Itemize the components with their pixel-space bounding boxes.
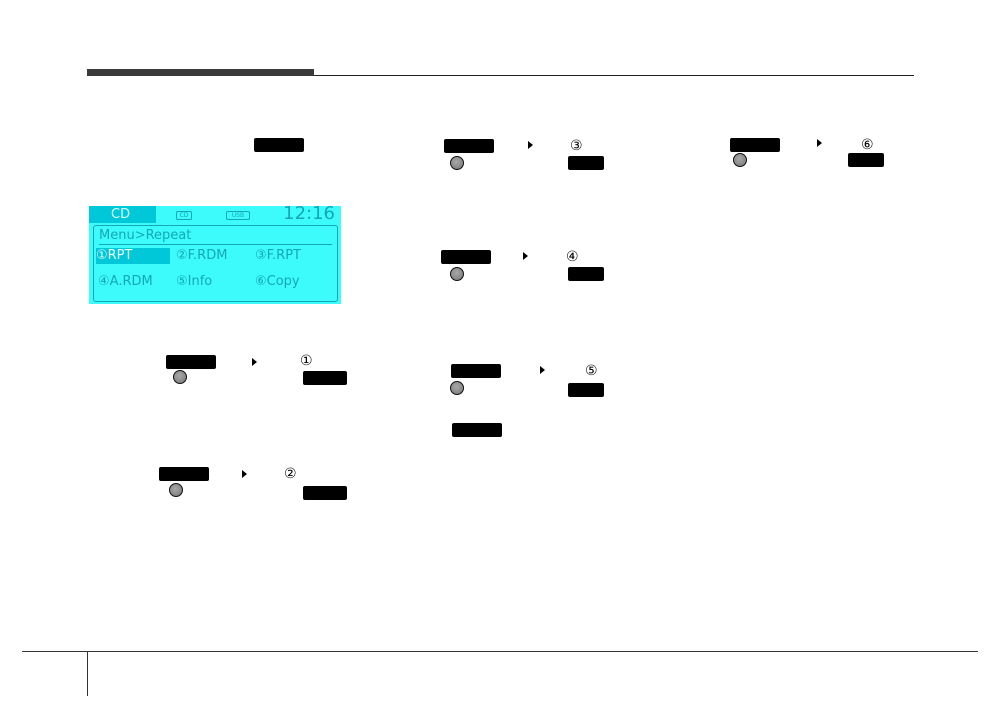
lcd-menu-path: Menu>Repeat [99,228,192,243]
step5-menu-button[interactable] [451,364,501,378]
step1-number: ① [300,353,313,369]
step3-menu-button[interactable] [444,139,494,153]
lcd-clock: 12:16 [283,203,335,224]
footer-rule [22,651,978,652]
cd-icon: CD [176,211,192,220]
arrow-right-icon [242,470,247,478]
arrow-right-icon [252,358,257,366]
step2-number: ② [284,466,297,482]
lcd-source-label: CD [89,206,156,223]
extra-button[interactable] [452,423,502,437]
step3-number: ③ [570,138,583,154]
lcd-option-frdm: ②F.RDM [176,248,228,263]
footer-divider [87,651,88,696]
knob-icon[interactable] [173,370,187,384]
usb-icon: USB [226,211,250,220]
step5-number: ⑤ [585,363,598,379]
step4-key-button[interactable] [568,267,604,281]
step4-number: ④ [566,249,579,265]
lcd-option-rpt: ①RPT [96,248,170,264]
step1-menu-button[interactable] [166,355,216,369]
header-bar [87,69,314,76]
lcd-option-info: ⑤Info [176,274,213,289]
arrow-right-icon [523,252,528,260]
menu-button[interactable] [254,138,304,152]
knob-icon[interactable] [450,156,464,170]
step6-number: ⑥ [861,137,874,153]
knob-icon[interactable] [169,483,183,497]
knob-icon[interactable] [450,381,464,395]
lcd-option-frpt: ③F.RPT [255,248,301,263]
step2-menu-button[interactable] [159,467,209,481]
step6-menu-button[interactable] [730,138,780,152]
lcd-separator [99,244,332,245]
knob-icon[interactable] [733,153,747,167]
step6-key-button[interactable] [848,153,884,167]
step1-key-button[interactable] [303,371,347,385]
step3-key-button[interactable] [568,156,604,170]
step5-key-button[interactable] [568,383,604,397]
arrow-right-icon [817,139,822,147]
knob-icon[interactable] [450,267,464,281]
lcd-display: CD CD USB 12:16 Menu>Repeat ①RPT ②F.RDM … [89,203,341,304]
header-rule [314,75,914,76]
lcd-option-copy: ⑥Copy [255,274,300,289]
lcd-menu-panel: Menu>Repeat ①RPT ②F.RDM ③F.RPT ④A.RDM ⑤I… [93,225,338,302]
step4-menu-button[interactable] [441,250,491,264]
arrow-right-icon [540,366,545,374]
lcd-status-bar: CD CD USB 12:16 [89,203,341,224]
arrow-right-icon [528,141,533,149]
lcd-option-ardm: ④A.RDM [98,274,153,289]
step2-key-button[interactable] [303,486,347,500]
